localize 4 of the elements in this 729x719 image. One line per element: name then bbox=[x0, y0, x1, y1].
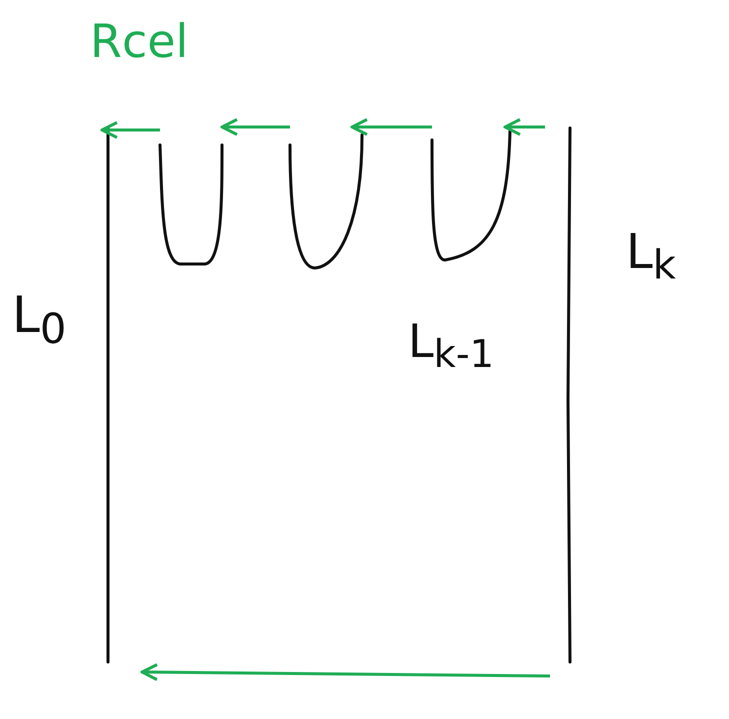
text-label: L$_{0}$ bbox=[12, 290, 66, 350]
text-label: Rcel bbox=[90, 18, 188, 64]
text-label: L$_{k-1}$ bbox=[408, 318, 494, 375]
text-label: L$_{k}$ bbox=[626, 228, 676, 286]
